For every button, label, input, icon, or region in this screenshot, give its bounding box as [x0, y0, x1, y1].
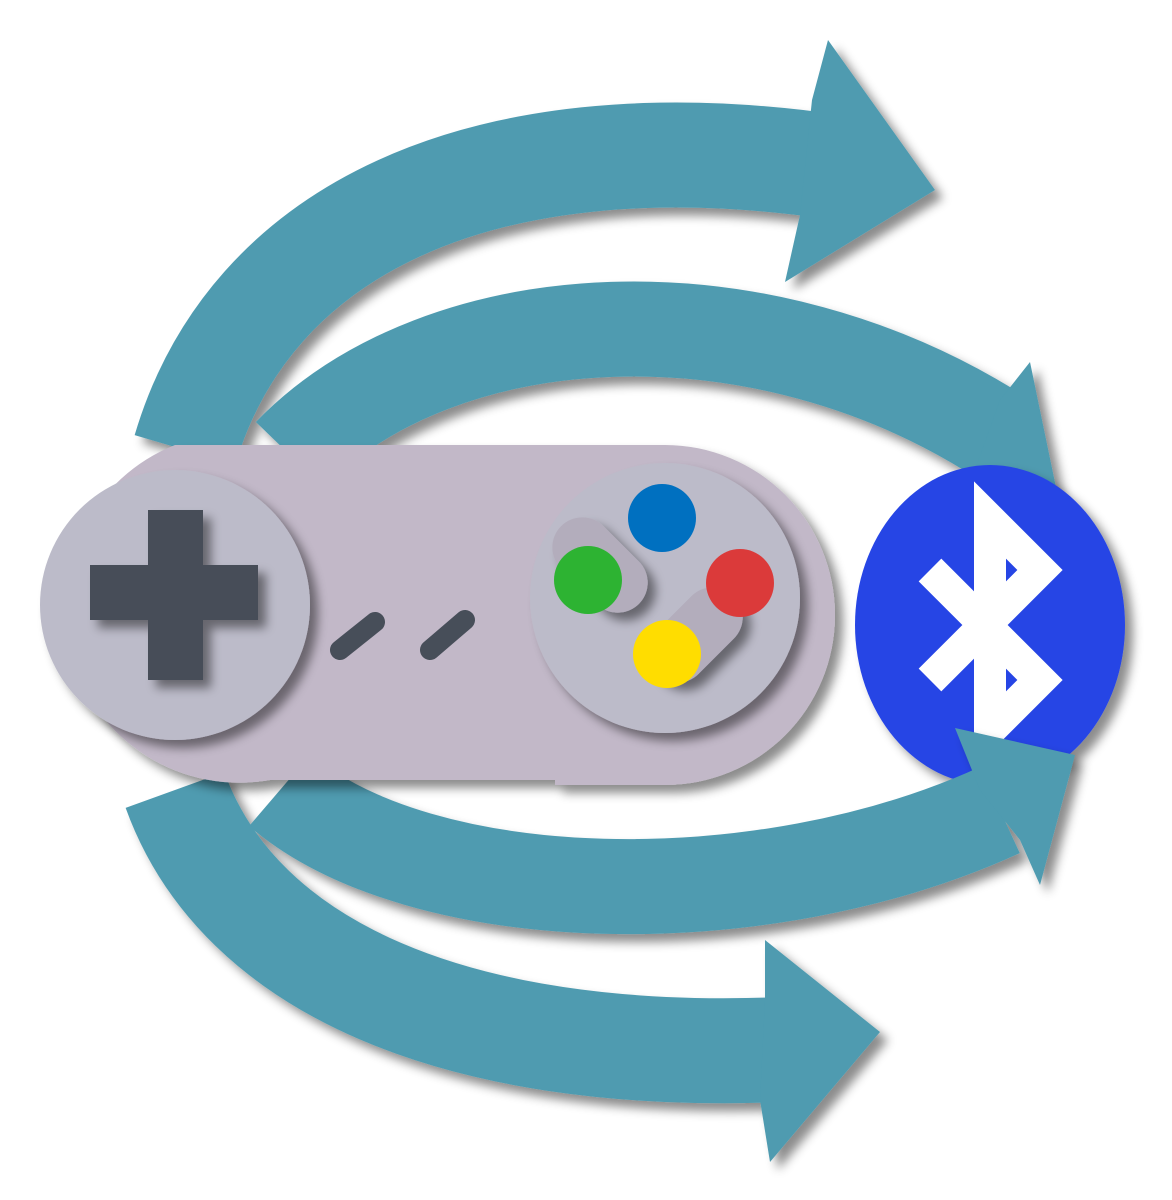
button-blue: [628, 484, 696, 552]
dpad-icon: [90, 510, 258, 680]
sync-arrows-icon: [134, 40, 1057, 522]
bluetooth-icon: [855, 465, 1125, 785]
button-yellow: [633, 620, 701, 688]
button-green: [554, 546, 622, 614]
button-red: [706, 549, 774, 617]
gamepad-icon: [40, 445, 835, 785]
arrow-bottom-outer: [125, 771, 880, 1162]
arrow-top-outer: [134, 40, 935, 466]
arrow-bottom-inner: [249, 728, 1075, 935]
select-start-buttons: [330, 610, 475, 660]
